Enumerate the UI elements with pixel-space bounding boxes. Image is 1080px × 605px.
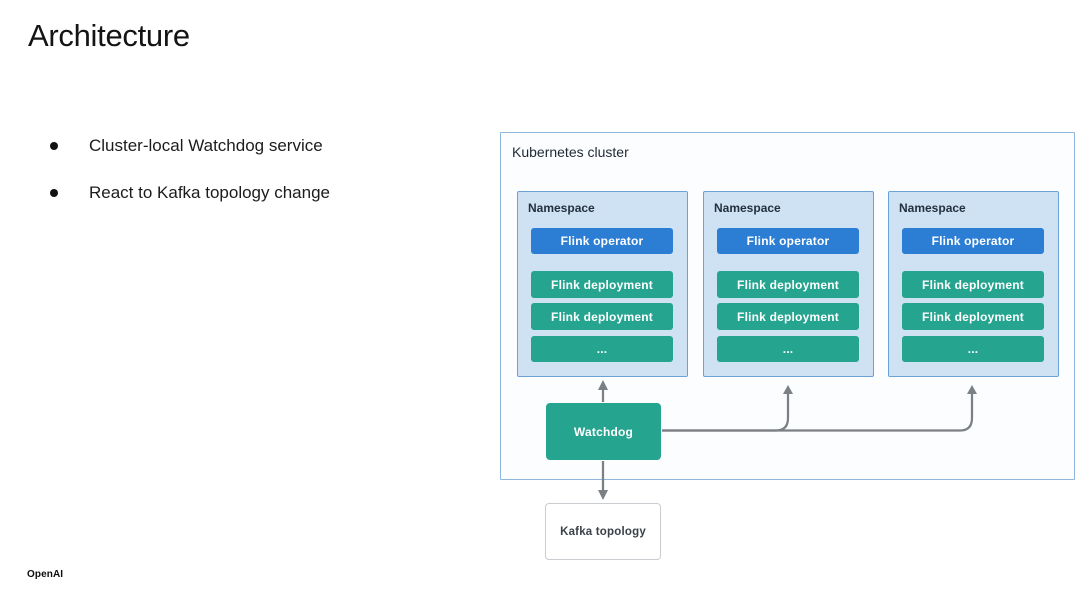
flink-deployment-box: Flink deployment xyxy=(531,303,673,330)
flink-deployment-box: Flink deployment xyxy=(717,271,859,298)
bullet-item: React to Kafka topology change xyxy=(50,183,330,203)
flink-operator-box: Flink operator xyxy=(531,228,673,254)
watchdog-box: Watchdog xyxy=(546,403,661,460)
namespace-label: Namespace xyxy=(899,201,966,215)
more-deployments-box: ... xyxy=(717,336,859,362)
cluster-label: Kubernetes cluster xyxy=(512,144,629,160)
flink-deployment-box: Flink deployment xyxy=(531,271,673,298)
page-title: Architecture xyxy=(28,18,190,53)
bullet-icon xyxy=(50,189,58,197)
namespace-box: Namespace Flink operator Flink deploymen… xyxy=(703,191,874,377)
bullet-list: Cluster-local Watchdog service React to … xyxy=(50,136,330,230)
arrowhead-down-icon xyxy=(598,490,608,500)
openai-logo: OpenAI xyxy=(27,569,64,580)
kafka-topology-box: Kafka topology xyxy=(545,503,661,560)
flink-deployment-box: Flink deployment xyxy=(717,303,859,330)
bullet-icon xyxy=(50,142,58,150)
flink-deployment-box: Flink deployment xyxy=(902,271,1044,298)
kubernetes-cluster-box: Kubernetes cluster Namespace Flink opera… xyxy=(500,132,1075,480)
namespace-label: Namespace xyxy=(528,201,595,215)
flink-operator-box: Flink operator xyxy=(717,228,859,254)
more-deployments-box: ... xyxy=(902,336,1044,362)
flink-deployment-box: Flink deployment xyxy=(902,303,1044,330)
more-deployments-box: ... xyxy=(531,336,673,362)
bullet-item: Cluster-local Watchdog service xyxy=(50,136,330,156)
namespace-box: Namespace Flink operator Flink deploymen… xyxy=(517,191,688,377)
namespace-label: Namespace xyxy=(714,201,781,215)
bullet-text: React to Kafka topology change xyxy=(89,183,330,202)
bullet-text: Cluster-local Watchdog service xyxy=(89,136,323,155)
flink-operator-box: Flink operator xyxy=(902,228,1044,254)
namespace-box: Namespace Flink operator Flink deploymen… xyxy=(888,191,1059,377)
